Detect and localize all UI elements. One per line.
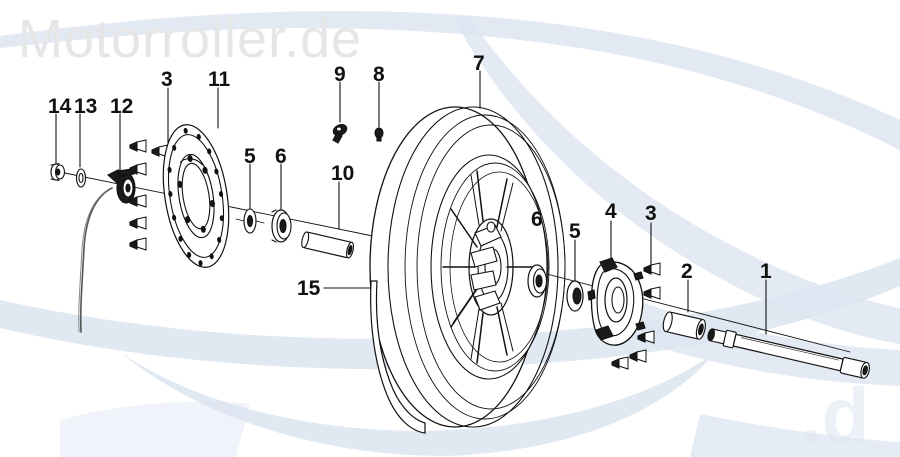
callout-12[interactable]: 12 xyxy=(110,95,134,118)
watermark-text-secondary: .d xyxy=(800,371,870,457)
callout-14[interactable]: 14 xyxy=(48,95,72,118)
callout-8[interactable]: 8 xyxy=(373,63,385,86)
callout-1[interactable]: 1 xyxy=(760,260,772,283)
callout-13[interactable]: 13 xyxy=(74,95,98,118)
watermark-text: Motorroller.de xyxy=(18,9,363,69)
callout-3-right[interactable]: 3 xyxy=(645,202,657,225)
callout-15[interactable]: 15 xyxy=(297,277,321,300)
callout-11[interactable]: 11 xyxy=(208,68,231,91)
callout-6-right[interactable]: 6 xyxy=(531,208,543,231)
callout-3-left[interactable]: 3 xyxy=(161,68,173,91)
callout-6-left[interactable]: 6 xyxy=(275,145,287,168)
callout-2[interactable]: 2 xyxy=(681,260,693,283)
callout-5-left[interactable]: 5 xyxy=(244,145,256,168)
callout-5-right[interactable]: 5 xyxy=(569,220,581,243)
callout-10[interactable]: 10 xyxy=(331,162,355,185)
callout-7[interactable]: 7 xyxy=(473,52,485,75)
callout-4[interactable]: 4 xyxy=(605,200,617,223)
callout-9[interactable]: 9 xyxy=(334,63,346,86)
